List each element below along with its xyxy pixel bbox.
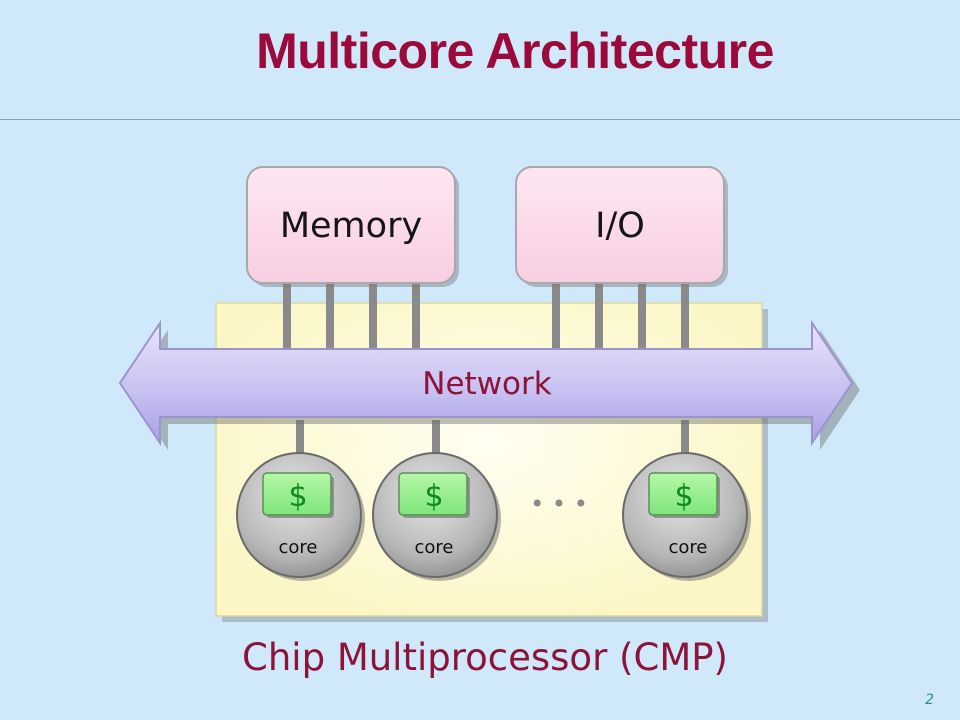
- core-node: $ core: [236, 452, 365, 581]
- io-links: [552, 282, 689, 357]
- page-number: 2: [925, 692, 934, 708]
- title-divider: [0, 119, 960, 120]
- core-label: core: [415, 537, 454, 558]
- memory-box: Memory: [246, 166, 459, 287]
- network-bus: Network: [118, 319, 860, 450]
- io-label: I/O: [595, 206, 645, 246]
- core-node: $ core: [372, 452, 501, 581]
- io-box: I/O: [515, 166, 728, 287]
- core-node: $ core: [622, 452, 751, 581]
- core-label: core: [279, 537, 318, 558]
- ellipsis: • • •: [530, 490, 588, 518]
- slide-caption: Chip Multiprocessor (CMP): [242, 636, 728, 679]
- cache-label: $: [424, 479, 443, 514]
- network-label: Network: [422, 366, 551, 402]
- core-links: [296, 420, 689, 472]
- cache-label: $: [288, 479, 307, 514]
- memory-links: [283, 282, 420, 357]
- core-label: core: [669, 537, 708, 558]
- memory-label: Memory: [280, 206, 422, 246]
- slide-title: Multicore Architecture: [256, 23, 774, 79]
- cache-label: $: [674, 479, 693, 514]
